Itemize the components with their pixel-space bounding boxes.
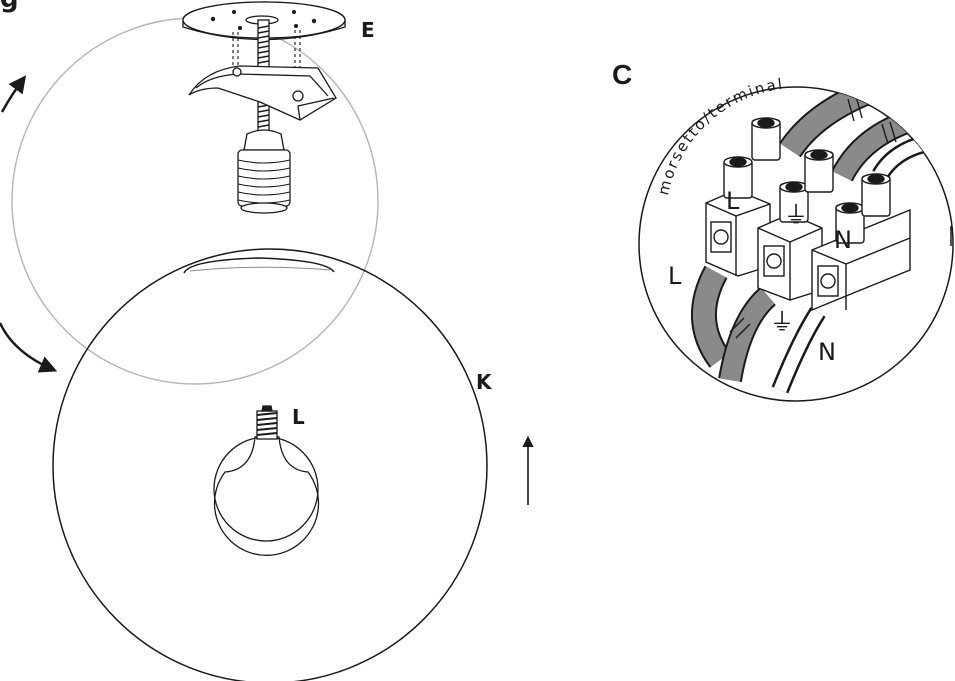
- light-bulb: [213, 405, 320, 556]
- canopy-assembly: [182, 1, 346, 214]
- rotation-arrow-top: [0, 75, 27, 113]
- wire-label-live: L: [668, 262, 682, 290]
- terminal-label-earth-block: ⏚: [784, 201, 808, 229]
- label-canopy-e: E: [361, 18, 375, 42]
- terminal-detail-circle: morsetto/terminal L ⏚ N L ⏚ N: [638, 75, 954, 402]
- ghost-sphere: [11, 17, 379, 385]
- wire-label-neutral: N: [818, 338, 836, 366]
- label-sphere-k: K: [476, 370, 492, 394]
- label-detail-c: C: [612, 59, 633, 90]
- canopy-screws: [210, 10, 317, 30]
- rotation-arrow-bottom: [0, 322, 58, 373]
- step-letter: g: [0, 0, 19, 12]
- mounting-bracket: [188, 65, 337, 121]
- glass-sphere: [52, 248, 488, 681]
- label-bulb-l: L: [292, 405, 305, 429]
- load-cables: [691, 265, 826, 394]
- terminal-label-live-block: L: [726, 187, 740, 215]
- wire-label-earth: ⏚: [770, 308, 794, 336]
- terminal-label-neutral-block: N: [834, 226, 852, 254]
- lamp-socket: [237, 129, 291, 214]
- supply-cables: [779, 87, 953, 182]
- terminal-block: [705, 117, 911, 312]
